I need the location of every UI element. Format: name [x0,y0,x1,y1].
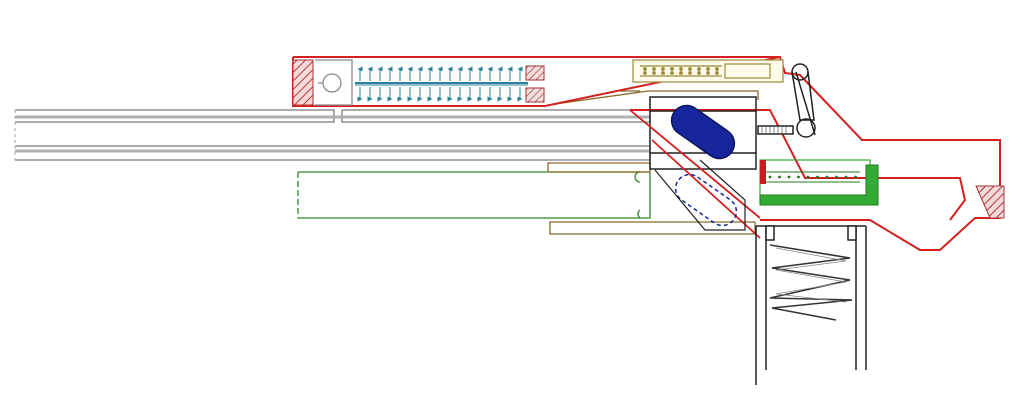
spring-coil-dot [715,67,719,71]
magazine [755,225,867,385]
cartridge [670,104,736,160]
spring-coil-dot [778,175,781,179]
spring-coil-dot [670,71,674,75]
spring-coil-dot [768,175,772,179]
spring-coil-dot [706,67,710,71]
spring-coil-dot [661,67,665,71]
housing-detail [315,59,353,106]
front-block-top [525,65,545,81]
spring-coil-dot [688,67,692,71]
spring-coil-dot [806,175,810,179]
spring-coil-dot [661,71,665,75]
spring-coil-dot [679,67,683,71]
front-block-bottom [525,87,545,103]
spring-coil-dot [825,175,829,179]
magazine-spring [769,244,853,321]
spring-coil-dot [652,71,656,75]
spring-coil-dot [679,71,683,75]
spring-coil-dot [643,67,647,71]
spring-coil-dot [643,71,647,75]
spring-coil-dot [697,71,701,75]
spring-coil-dot [797,175,800,179]
spring-coil-dot [835,175,838,179]
bolt [649,96,757,170]
spring-coil-dot [787,175,791,179]
recoil-spring [355,66,528,102]
spring-coil-dot [670,67,674,71]
spring-coil-dot [816,175,819,179]
spring-coil-dot [688,71,692,75]
barrel [14,109,651,161]
cylinder-outline [297,171,651,219]
spring-coil-dot [706,71,710,75]
spring-coil-dot [697,67,701,71]
hammer [757,63,816,138]
spring-coil-dot [715,71,719,75]
spring-coil-dot [844,175,848,179]
feed-channel [629,109,761,239]
grip-cap [975,185,1005,219]
green-spring-unit [759,159,879,206]
rear-block [292,59,314,106]
slide-frame [292,56,1001,251]
guide-rails [547,90,759,235]
spring-coil-dot [854,175,857,179]
cartridge-housing [654,159,746,231]
spring-coil-dot [652,67,656,71]
hammer-spring [632,59,784,83]
